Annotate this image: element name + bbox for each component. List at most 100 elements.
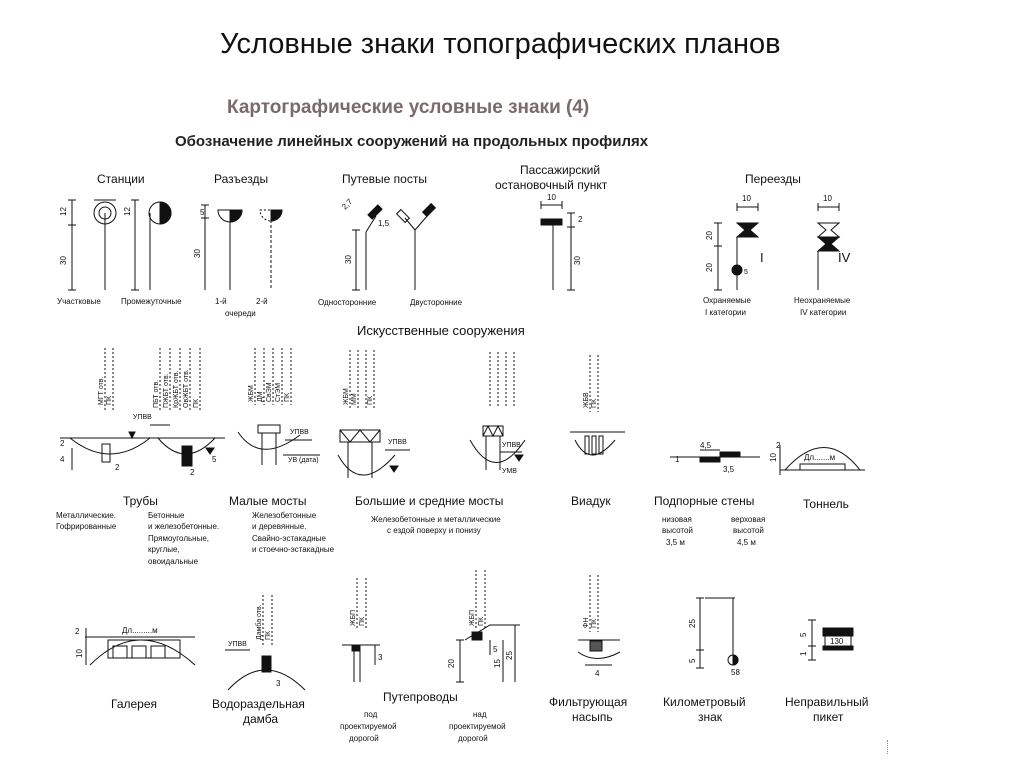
pipe-tag-ovjbt: ОвЖБТ отв.	[183, 369, 190, 408]
dam-tag-3: 3	[276, 679, 281, 688]
station-dim-12: 12	[59, 207, 68, 216]
retaining-caption-3: 3,5 м	[666, 538, 685, 547]
large-bridge-deck-symbol: ЖБМ ММ ПК УПВВ	[337, 350, 410, 478]
siding-dim-30: 30	[193, 249, 202, 258]
large-bridges-label: Большие и средние мосты	[355, 494, 504, 508]
crossings-caption-1: Охраняемые	[703, 296, 751, 305]
passenger-dim-2: 2	[578, 215, 583, 224]
op-dim-15: 15	[493, 659, 502, 668]
dam-tag-pk: ПК	[265, 630, 272, 640]
scan-mark	[887, 740, 890, 754]
dam-label-1: Водораздельная	[212, 697, 305, 711]
station-sectional-symbol: 12 30	[59, 199, 117, 291]
pipe-tag-krjbt: КрЖБТ отв.	[173, 370, 180, 408]
picket-dim-1: 1	[799, 651, 808, 656]
svg-text:2: 2	[115, 463, 120, 472]
overpasses-label: Путепроводы	[383, 690, 458, 704]
retaining-caption-1: низовая	[662, 515, 692, 524]
lb-tag-mm: ММ	[351, 393, 358, 405]
siding-first-symbol: 5 30	[193, 204, 243, 290]
tunnel-dim-10: 10	[769, 453, 778, 462]
lb-tag-pk: ПК	[367, 395, 374, 405]
crossings-caption-4: IV категории	[800, 308, 847, 317]
km-dim-25: 25	[688, 619, 697, 628]
picket-label-1: Неправильный	[785, 695, 869, 709]
lb-tag-jbm: ЖБМ	[343, 388, 350, 405]
irregular-picket-symbol: 5 1 130	[799, 619, 854, 661]
svg-text:2: 2	[190, 468, 195, 477]
post-one-sided-symbol: 30 2,7 1,5	[340, 197, 390, 291]
overpass-over-symbol: ЖБП ПК 20 5 15 25	[447, 570, 520, 683]
crossings-caption-3: Неохраняемые	[794, 296, 851, 305]
sb-tag-upvv: УПВВ	[290, 429, 309, 436]
sb-tag-jbm: ЖБМ	[248, 385, 255, 402]
lb-tag-upvv-1: УПВВ	[388, 439, 407, 446]
pipes-caption-6: круглые,	[148, 545, 180, 554]
station-dim-30: 30	[59, 256, 68, 265]
stations-caption-2: Промежуточные	[121, 297, 182, 306]
sidings-caption-1: 1-й	[215, 297, 227, 306]
small-bridge-symbol: ЖБМ ДМ СвЭМ СтЭМ ПК УПВВ УВ (дата)	[237, 348, 320, 465]
crossing-dim-5: 5	[744, 269, 748, 276]
filter-embankment-symbol: ФН ПК 4	[577, 575, 621, 678]
overpass-caption-2: проектируемой	[340, 722, 397, 731]
station-intermediate-symbol: 12	[123, 199, 172, 291]
tunnel-label: Тоннель	[803, 497, 849, 511]
sb-tag-stem: СтЭМ	[275, 383, 282, 402]
document-subtitle: Обозначение линейных сооружений на продо…	[175, 133, 649, 150]
pipes-caption-1: Металлические.	[56, 511, 117, 520]
gallery-dim-2: 2	[75, 627, 80, 636]
pipes-caption-7: овоидальные	[148, 557, 199, 566]
post-two-sided-symbol	[395, 202, 437, 290]
op-tag-jbp2: ЖБП	[469, 610, 476, 626]
pipe-concrete-symbol: ПБТ отв. ПЖБТ отв. КрЖБТ отв. ОвЖБТ отв.…	[133, 348, 225, 477]
sb-tag-pk: ПК	[284, 392, 291, 402]
crossing-dim-20: 20	[705, 263, 714, 272]
large-bridges-caption-2: с ездой поверху и понизу	[387, 526, 481, 535]
sb-tag-dm: ДМ	[257, 391, 264, 402]
filter-label-1: Фильтрующая	[549, 695, 628, 709]
siding-dim-5: 5	[200, 208, 205, 217]
passenger-label-2: остановочный пункт	[495, 178, 608, 192]
post-dim-15: 1,5	[378, 219, 390, 228]
passenger-label-1: Пассажирский	[520, 163, 601, 177]
artificial-structures-label: Искусственные сооружения	[357, 323, 525, 338]
kilometer-label-2: знак	[698, 710, 723, 724]
retaining-caption-5: высотой	[733, 526, 764, 535]
filter-label-2: насыпь	[572, 710, 613, 724]
tunnel-tag: Дл.......м	[804, 453, 835, 462]
pipe-tag-pjbt: ПЖБТ отв.	[163, 373, 170, 408]
gallery-label: Галерея	[111, 697, 158, 711]
retaining-dim-1: 1	[675, 455, 680, 464]
filter-tag-fn: ФН	[583, 618, 590, 628]
overpass-caption-3: дорогой	[349, 734, 379, 743]
gallery-symbol: Дл.........м 2 10	[75, 626, 196, 666]
posts-caption-2: Двусторонние	[410, 298, 463, 307]
passenger-dim-10: 10	[547, 193, 556, 202]
large-bridge-through-symbol: УПВВ УМВ	[469, 352, 526, 475]
dam-tag-otv: Дамба отв.	[255, 604, 263, 640]
op-tag-jbp1: ЖБП	[350, 610, 357, 626]
picket-dim-5: 5	[799, 632, 808, 637]
op-dim-20: 20	[447, 659, 456, 668]
crossing-dim-10-a: 10	[742, 194, 751, 203]
crossings-label: Переезды	[745, 172, 801, 186]
viaduct-label: Виадук	[571, 494, 611, 508]
pipe-metal-symbol: МГТ отв. ПК 24 2	[60, 348, 160, 472]
small-bridges-caption-4: и стоечно-эстакадные	[252, 545, 335, 554]
retaining-caption-4: верховая	[731, 515, 766, 524]
overpass-under-symbol: ЖБП ПК 3	[342, 578, 383, 682]
picket-label-2: пикет	[813, 710, 844, 724]
pipes-caption-2: Гофрированные	[56, 522, 117, 531]
sidings-caption-2: 2-й	[256, 297, 268, 306]
svg-text:4: 4	[60, 455, 65, 464]
op-dim-25: 25	[505, 651, 514, 660]
overpass-caption-1: под	[364, 710, 378, 719]
stations-label: Станции	[97, 172, 145, 186]
svg-text:2: 2	[60, 439, 65, 448]
passenger-dim-30: 30	[573, 256, 582, 265]
viaduct-tag-pk: ПК	[591, 398, 598, 408]
station2-dim-12: 12	[123, 207, 132, 216]
op-tag-pk1: ПК	[359, 616, 366, 626]
